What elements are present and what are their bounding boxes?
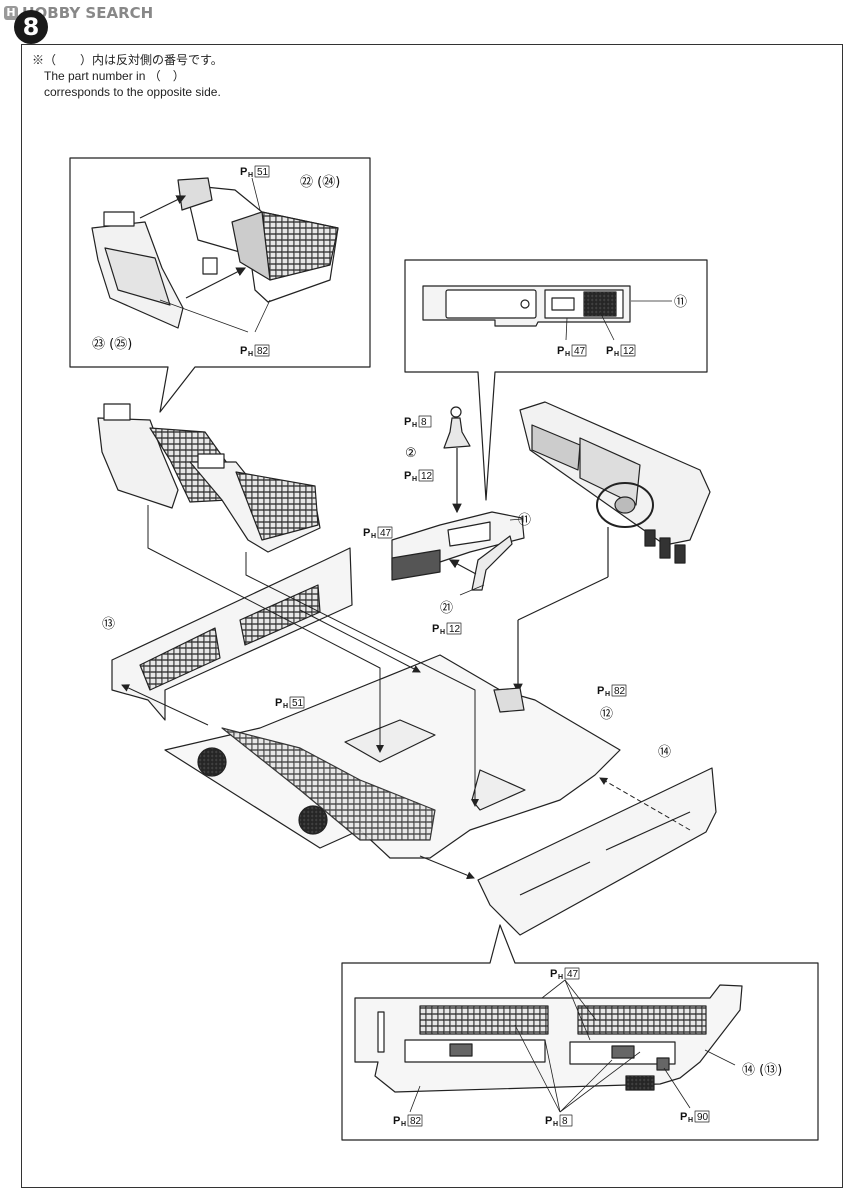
svg-text:H: H (248, 351, 253, 358)
ph-console-12: 12 (449, 624, 461, 635)
ph-detail-47: 47 (567, 969, 579, 980)
part-label-2: ② (405, 446, 417, 461)
rear-seat-exploded (97, 403, 321, 553)
ph-shifter-12: 12 (421, 471, 433, 482)
svg-text:P: P (240, 345, 247, 357)
part-label-14-13: ⑭ (⑬) (742, 1063, 782, 1078)
part-label-11-top: ⑪ (674, 295, 687, 310)
ph-seat-bottom: 82 (257, 346, 269, 357)
step-number-badge: 8 (14, 10, 48, 44)
svg-text:H: H (412, 476, 417, 483)
part-label-11-mid: ⑪ (518, 513, 531, 528)
center-console-exploded (391, 406, 525, 596)
seat-detail-callout (69, 157, 371, 413)
diagram-frame (21, 44, 843, 1188)
svg-text:P: P (404, 416, 411, 428)
watermark-text: HOBBY SEARCH (22, 4, 154, 22)
svg-text:H: H (614, 351, 619, 358)
ph-console-47: 47 (380, 528, 392, 539)
svg-text:H: H (371, 533, 376, 540)
svg-text:H: H (401, 1121, 406, 1128)
ph-floor-51: 51 (292, 698, 304, 709)
ph-prefix: P (240, 166, 247, 178)
svg-text:H: H (283, 703, 288, 710)
note-japanese: ※（ ）内は反対側の番号です。 (32, 53, 223, 67)
svg-text:H: H (688, 1117, 693, 1124)
svg-text:P: P (680, 1111, 687, 1123)
svg-text:P: P (545, 1115, 552, 1127)
part-label-23-25: ㉓ (㉕) (92, 337, 132, 352)
note-english-line2: corresponds to the opposite side. (44, 85, 221, 99)
floor-pan (164, 654, 621, 859)
part-label-13: ⑬ (102, 617, 115, 632)
ph-detail-82: 82 (410, 1116, 422, 1127)
right-side-panel (477, 767, 717, 936)
part-label-12: ⑫ (600, 707, 613, 722)
svg-text:P: P (557, 345, 564, 357)
svg-text:H: H (565, 351, 570, 358)
svg-text:P: P (432, 623, 439, 635)
svg-text:H: H (440, 629, 445, 636)
ph-detail-90: 90 (697, 1112, 709, 1123)
svg-text:H: H (553, 1121, 558, 1128)
ph-seat-top: 51 (257, 167, 269, 178)
left-side-panel (111, 547, 353, 721)
watermark-logo-icon: H (4, 6, 18, 20)
svg-text:P: P (275, 697, 282, 709)
panel-detail-callout (341, 924, 819, 1141)
svg-text:P: P (597, 685, 604, 697)
console-detail-callout (404, 259, 708, 501)
ph-shifter-8: 8 (421, 417, 427, 428)
svg-text:H: H (558, 974, 563, 981)
svg-text:H: H (248, 172, 253, 179)
part-label-21: ㉑ (440, 601, 453, 616)
watermark: H HOBBY SEARCH (4, 4, 153, 22)
note-english-line1: The part number in （ ） (44, 69, 185, 83)
ph-console-box-47: 47 (574, 346, 586, 357)
dashboard-exploded (513, 401, 711, 694)
part-label-22-24: ㉒ (㉔) (300, 175, 340, 190)
assembly-arrows (121, 505, 691, 880)
svg-text:P: P (404, 470, 411, 482)
svg-text:P: P (606, 345, 613, 357)
svg-text:H: H (412, 422, 417, 429)
svg-text:P: P (393, 1115, 400, 1127)
ph-console-box-12: 12 (623, 346, 635, 357)
svg-text:P: P (363, 527, 370, 539)
svg-text:P: P (550, 968, 557, 980)
ph-floor-82: 82 (614, 686, 626, 697)
ph-detail-8: 8 (562, 1116, 568, 1127)
part-label-14: ⑭ (658, 745, 671, 760)
opposite-side-note: ※（ ）内は反対側の番号です。 The part number in （ ） c… (32, 52, 223, 100)
svg-text:H: H (605, 691, 610, 698)
